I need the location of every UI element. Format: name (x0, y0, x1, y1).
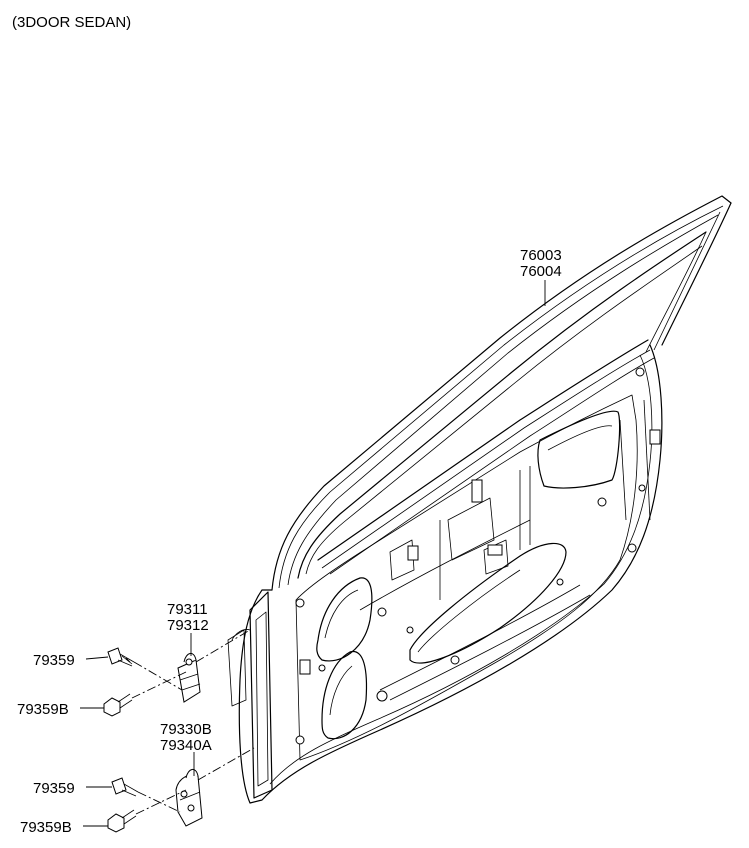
label-lower-hinge-2: 79340A (160, 737, 212, 754)
label-upper-hinge-2: 79312 (167, 617, 209, 634)
bolt-lower-b (107, 809, 137, 833)
door-panel (227, 195, 732, 804)
bolt-upper-b (103, 693, 133, 717)
variant-header: (3DOOR SEDAN) (12, 14, 131, 31)
label-bolt-upper-b: 79359B (17, 701, 69, 718)
lower-hinge (175, 769, 203, 827)
label-door-panel-2: 76004 (520, 263, 562, 280)
alignment-lines (131, 629, 255, 815)
label-door-panel-1: 76003 (520, 247, 562, 264)
label-bolt-lower-a: 79359 (33, 780, 75, 797)
label-bolt-lower-b: 79359B (20, 819, 72, 836)
leader-lines (80, 280, 546, 827)
label-lower-hinge-1: 79330B (160, 721, 212, 738)
upper-hinge (177, 653, 201, 703)
label-upper-hinge-1: 79311 (167, 601, 208, 618)
bolt-upper-a (107, 647, 135, 667)
label-bolt-upper-a: 79359 (33, 652, 75, 669)
bolt-lower-a (111, 777, 139, 797)
